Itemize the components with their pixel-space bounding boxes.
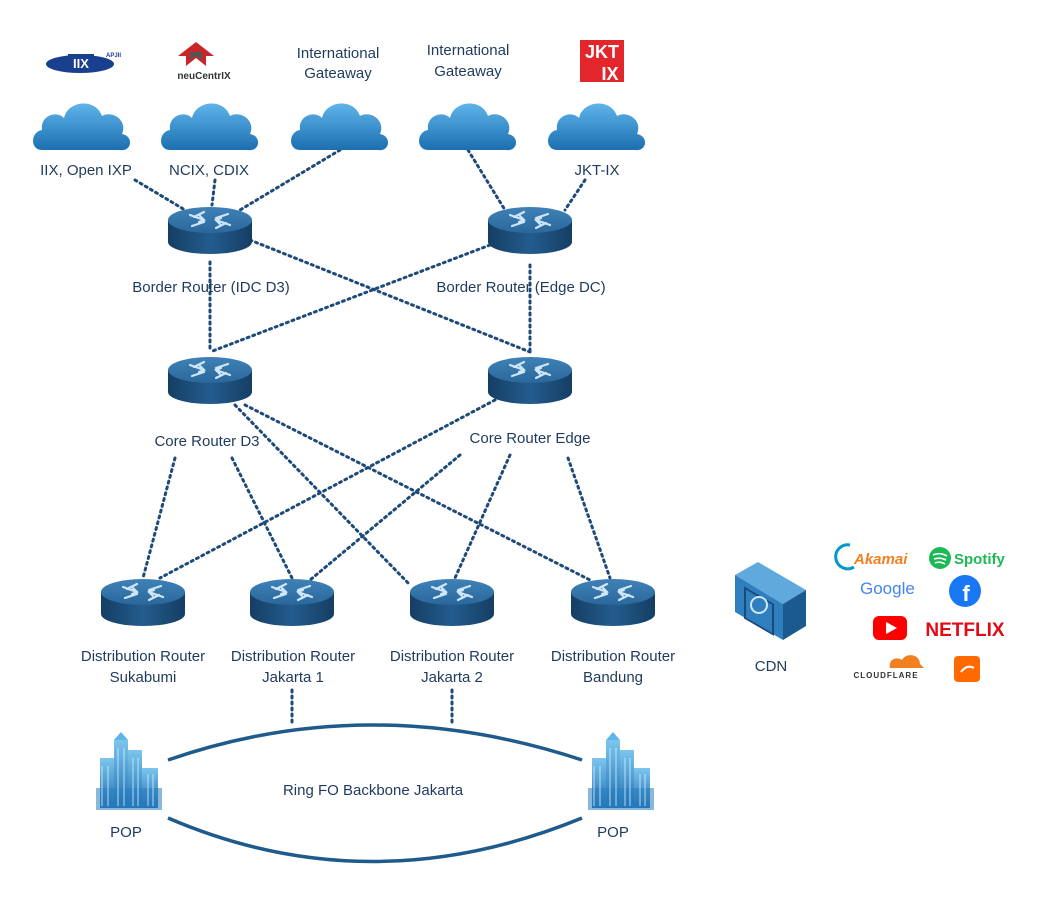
dist-sukabumi-label-1: Distribution Router [81, 648, 205, 665]
border-router-d3-icon [166, 205, 254, 256]
link-cedge-bdg [566, 456, 612, 580]
link-cedge-suk [158, 398, 497, 580]
cloud-iix-label: IIX, Open IXP [40, 162, 132, 179]
link-iix-border-d3 [133, 178, 187, 212]
core-router-d3-icon [166, 355, 254, 406]
igw1-label-line2: Gateaway [304, 65, 372, 82]
link-cd3-jk2 [233, 403, 412, 587]
iix-logo-text: IIX [73, 56, 89, 71]
cloud-icon [161, 103, 259, 151]
cloud-ncix-label: NCIX, CDIX [169, 162, 249, 179]
dist-bandung-label-1: Distribution Router [551, 648, 675, 665]
cloud-icon [291, 103, 389, 151]
dist-sukabumi-label-2: Sukabumi [110, 669, 177, 686]
igw2-label-line1: International [427, 42, 510, 59]
igw1-label-line1: International [297, 45, 380, 62]
link-bedge-cd3 [208, 243, 492, 354]
neucentrix-logo: neuCentrIX [177, 42, 231, 82]
cdn-label: CDN [755, 658, 788, 675]
svg-text:Google: Google [860, 579, 915, 598]
pop-left-label: POP [110, 824, 142, 841]
google-logo: Google [860, 579, 915, 598]
border-router-edge-icon [486, 205, 574, 256]
link-cd3-jk1 [230, 456, 294, 580]
core-router-edge-label: Core Router Edge [470, 430, 591, 447]
youtube-logo [873, 616, 907, 640]
cloud-icon [419, 103, 517, 151]
iix-logo-sub: APJII [106, 53, 121, 59]
core-router-d3-label: Core Router D3 [154, 433, 259, 450]
link-bd3-cedge [248, 238, 532, 354]
link-cedge-jk1 [308, 453, 462, 582]
svg-text:NETFLIX: NETFLIX [925, 620, 1004, 641]
ring-label: Ring FO Backbone Jakarta [283, 782, 464, 799]
svg-text:IX: IX [601, 64, 618, 84]
dist-bandung-label-2: Bandung [583, 669, 643, 686]
pop-left-building-icon [95, 731, 163, 811]
link-jktix-border-edge [563, 178, 587, 212]
dist-jakarta2-label-1: Distribution Router [390, 648, 514, 665]
cloudflare-logo: CLOUDFLARE [853, 655, 924, 680]
neucentrix-logo-text: neuCentrIX [177, 71, 231, 82]
dist-jakarta1-label-1: Distribution Router [231, 648, 355, 665]
jktix-logo: JKT IX [580, 40, 624, 84]
akamai-logo: Akamai [834, 543, 908, 571]
border-router-edge-label: Border Router (Edge DC) [436, 279, 605, 296]
link-cd3-suk [141, 456, 177, 580]
facebook-logo: f [949, 575, 981, 607]
cloud-icon [548, 103, 646, 151]
cloud-jktix-label: JKT-IX [574, 162, 619, 179]
dist-jakarta2-label-2: Jakarta 2 [421, 669, 483, 686]
iix-logo: IIX APJII [46, 53, 121, 73]
dist-router-jakarta1-icon [248, 577, 336, 628]
igw2-label-line2: Gateaway [434, 63, 502, 80]
link-igw2-border-edge [466, 148, 507, 212]
netflix-logo: NETFLIX [925, 620, 1004, 641]
pop-right-building-icon [587, 731, 655, 811]
cdn-server-icon [735, 562, 806, 640]
pop-right-label: POP [597, 824, 629, 841]
spotify-logo: Spotify [929, 547, 1005, 569]
core-router-edge-icon [486, 355, 574, 406]
dist-jakarta1-label-2: Jakarta 1 [262, 669, 324, 686]
svg-text:f: f [962, 581, 970, 606]
border-router-d3-label: Border Router (IDC D3) [132, 279, 290, 296]
ring-fo-backbone [167, 723, 583, 864]
cloud-icon [33, 103, 131, 151]
link-igw1-border-d3 [238, 148, 342, 212]
svg-text:Spotify: Spotify [954, 551, 1005, 568]
links [133, 148, 612, 724]
svg-text:CLOUDFLARE: CLOUDFLARE [853, 671, 918, 680]
link-ncix-border-d3 [210, 178, 217, 207]
svg-text:Akamai: Akamai [853, 551, 908, 568]
dist-router-bandung-icon [569, 577, 657, 628]
alibaba-cloud-logo [954, 656, 980, 682]
svg-text:JKT: JKT [585, 42, 619, 62]
dist-router-jakarta2-icon [408, 577, 496, 628]
dist-router-sukabumi-icon [99, 577, 187, 628]
link-cedge-jk2 [453, 453, 512, 580]
link-cd3-bdg [243, 403, 592, 582]
